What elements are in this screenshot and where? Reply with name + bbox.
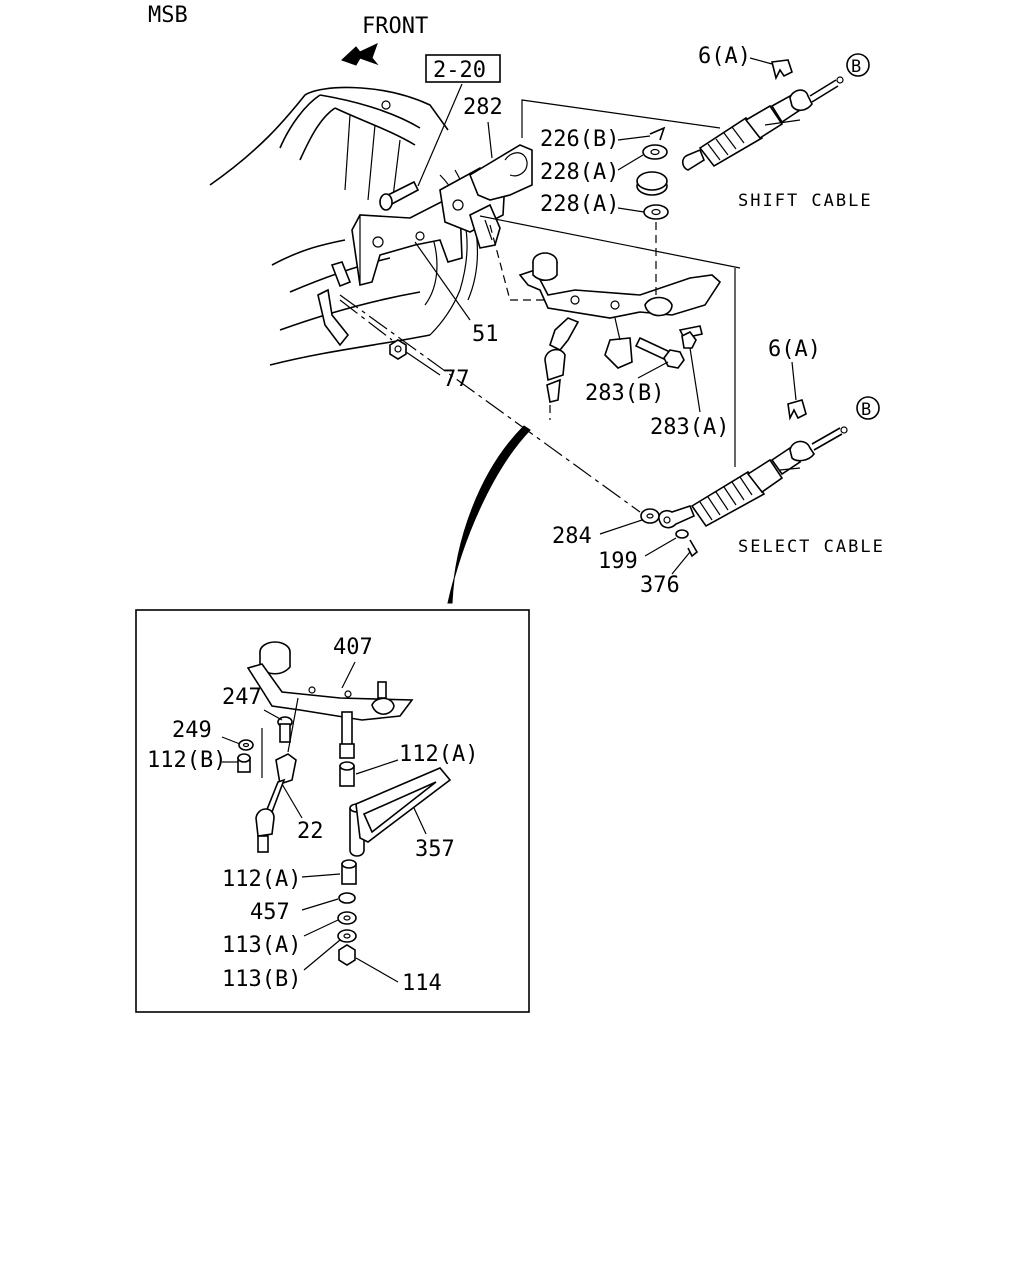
connector-b-upper-label: B	[851, 57, 861, 77]
reference-box-label: 2-20	[433, 58, 486, 83]
callout-283b: 283(B)	[585, 381, 664, 406]
callout-284: 284	[552, 524, 592, 549]
callout-114: 114	[402, 971, 442, 996]
callout-249: 249	[172, 718, 212, 743]
main-callouts: 282 6(A) 226(B) 228(A) 228(A) 51 77 283(…	[405, 44, 821, 598]
bolt-283a[interactable]	[678, 325, 703, 349]
callout-228a-lower: 228(A)	[540, 192, 619, 217]
shift-cable[interactable]	[681, 76, 844, 171]
connector-b-lower-label: B	[861, 400, 871, 420]
nut-77[interactable]	[389, 339, 407, 360]
lever-arm-357[interactable]	[349, 767, 452, 857]
callout-247: 247	[222, 685, 262, 710]
oring-457[interactable]	[338, 892, 356, 904]
front-arrow-icon	[341, 43, 379, 66]
callout-113a: 113(A)	[222, 933, 301, 958]
washer-228a-upper[interactable]	[642, 144, 668, 160]
callout-77: 77	[443, 367, 470, 392]
callout-282: 282	[463, 95, 503, 120]
shift-cable-label: SHIFT CABLE	[738, 191, 873, 211]
bushing[interactable]	[636, 171, 668, 196]
callout-407: 407	[333, 635, 373, 660]
clip-226b[interactable]	[649, 126, 666, 141]
callout-6a-lower: 6(A)	[768, 337, 821, 362]
washer-284[interactable]	[640, 508, 660, 524]
callout-283a: 283(A)	[650, 415, 729, 440]
connector-b-upper-icon[interactable]: B	[846, 53, 870, 77]
detail-pointer	[447, 425, 531, 604]
callout-112a-upper: 112(A)	[399, 742, 478, 767]
bolt[interactable]	[379, 180, 420, 211]
select-cable-label: SELECT CABLE	[738, 537, 885, 557]
front-label: FRONT	[362, 14, 428, 39]
callout-376: 376	[640, 573, 680, 598]
model-code: MSB	[148, 3, 188, 28]
bushing-112b[interactable]	[237, 753, 251, 773]
bushing-112a-upper[interactable]	[339, 761, 355, 787]
bolt-283b[interactable]	[634, 336, 685, 369]
clip-6a-upper[interactable]	[771, 59, 793, 81]
callout-51: 51	[472, 322, 499, 347]
callout-457: 457	[250, 900, 290, 925]
washer-249[interactable]	[238, 739, 254, 751]
callout-112b: 112(B)	[147, 748, 226, 773]
bracket-282[interactable]	[469, 144, 533, 249]
callout-226b: 226(B)	[540, 127, 619, 152]
lower-bracket[interactable]	[317, 261, 352, 347]
callout-357: 357	[415, 837, 455, 862]
clip-6a-lower[interactable]	[787, 399, 807, 421]
washer-113b[interactable]	[337, 929, 357, 943]
lever-407[interactable]	[246, 641, 414, 759]
connector-b-lower-icon[interactable]: B	[856, 396, 880, 420]
washer-228a-lower[interactable]	[643, 204, 669, 220]
callout-228a-upper: 228(A)	[540, 160, 619, 185]
detail-frame	[135, 609, 530, 1013]
reference-box[interactable]: 2-20	[425, 54, 501, 83]
shift-lever-bracket[interactable]	[518, 252, 722, 403]
detail-inset: 407 247 249 112(B) 112(A) 22 357 112(A) …	[135, 609, 530, 1013]
assembly-lines	[339, 99, 801, 513]
bushing-112a-lower[interactable]	[341, 859, 357, 885]
callout-199: 199	[598, 549, 638, 574]
washer-113a[interactable]	[337, 911, 357, 925]
washer-199[interactable]	[675, 529, 689, 539]
pin-247[interactable]	[277, 716, 293, 743]
select-cable[interactable]	[658, 426, 848, 529]
rod-22[interactable]	[255, 753, 297, 853]
callout-113b: 113(B)	[222, 967, 301, 992]
callout-112a-lower: 112(A)	[222, 867, 301, 892]
callout-22: 22	[297, 819, 324, 844]
callout-6a-upper: 6(A)	[698, 44, 751, 69]
nut-114[interactable]	[338, 944, 356, 966]
